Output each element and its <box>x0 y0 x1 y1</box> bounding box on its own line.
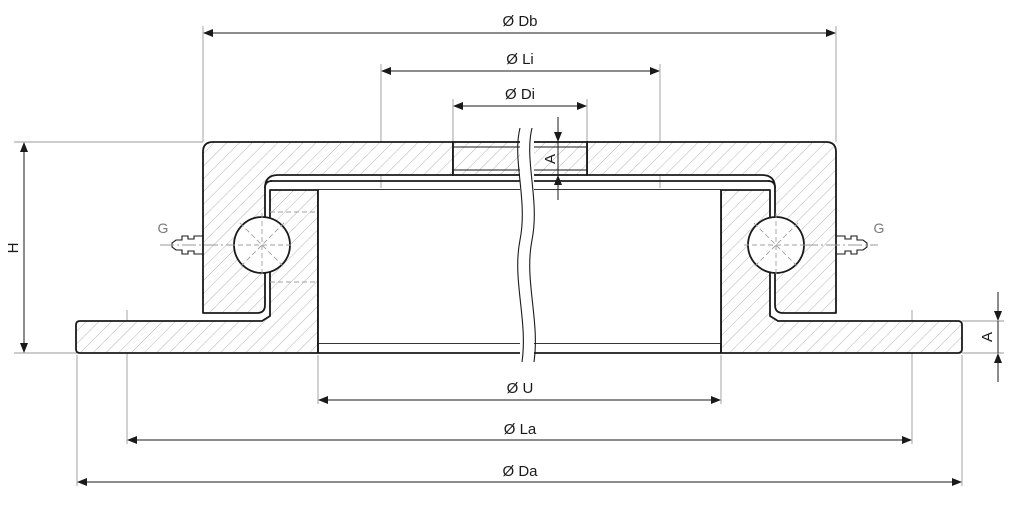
break-line <box>517 127 536 364</box>
label-li: Ø Li <box>506 51 534 68</box>
left-ball <box>230 211 318 283</box>
right-ball <box>744 213 808 277</box>
dimension-lines <box>20 29 1002 486</box>
label-h: H <box>5 243 22 254</box>
label-u: Ø U <box>507 380 534 397</box>
label-g-left: G <box>158 220 169 236</box>
label-a-right: A <box>979 332 996 342</box>
label-da: Ø Da <box>502 463 538 480</box>
extension-lines <box>14 26 1004 486</box>
ring-gap <box>264 180 776 189</box>
left-grease-nipple <box>160 235 234 255</box>
label-g-right: G <box>874 220 885 236</box>
label-a-top: A <box>542 154 559 164</box>
right-grease-nipple <box>804 235 878 255</box>
label-di: Ø Di <box>505 86 535 103</box>
center-plate <box>270 180 770 354</box>
label-db: Ø Db <box>502 13 537 30</box>
label-la: Ø La <box>504 421 537 438</box>
